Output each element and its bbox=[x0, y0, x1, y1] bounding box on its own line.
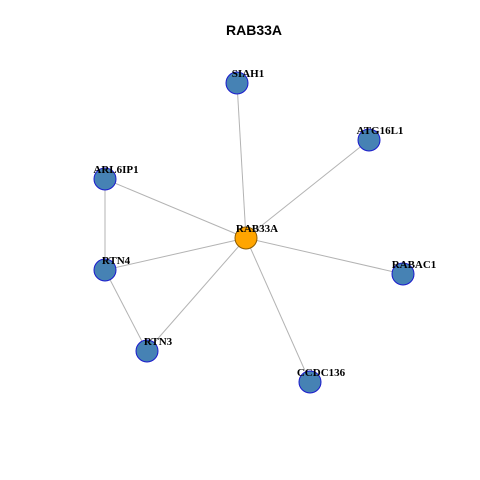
node-rtn4: RTN4 bbox=[93, 255, 131, 282]
node-circle-arl6ip1 bbox=[93, 167, 117, 191]
edge-layer bbox=[104, 82, 404, 383]
node-circle-atg16l1 bbox=[357, 128, 381, 152]
node-rabac1: RABAC1 bbox=[391, 259, 437, 286]
edge-rab33a-arl6ip1 bbox=[104, 178, 247, 239]
node-label-arl6ip1: ARL6IP1 bbox=[93, 164, 138, 176]
node-circle-rab33a bbox=[234, 226, 258, 250]
node-label-rtn4: RTN4 bbox=[102, 255, 131, 267]
edge-rab33a-siah1 bbox=[236, 82, 247, 239]
node-label-rab33a: RAB33A bbox=[236, 223, 278, 235]
node-rtn3: RTN3 bbox=[135, 336, 173, 363]
edge-rtn4-rtn3 bbox=[104, 269, 148, 352]
edge-rab33a-rtn3 bbox=[146, 237, 247, 352]
node-siah1: SIAH1 bbox=[225, 68, 264, 95]
node-label-rtn3: RTN3 bbox=[144, 336, 173, 348]
node-label-atg16l1: ATG16L1 bbox=[357, 125, 404, 137]
edge-rab33a-atg16l1 bbox=[245, 139, 370, 239]
node-circle-siah1 bbox=[225, 71, 249, 95]
edge-rab33a-rabac1 bbox=[245, 237, 404, 275]
node-circle-rtn4 bbox=[93, 258, 117, 282]
node-label-rabac1: RABAC1 bbox=[392, 259, 437, 271]
node-circle-ccdc136 bbox=[298, 370, 322, 394]
diagram-title: RAB33A bbox=[226, 22, 282, 38]
node-label-siah1: SIAH1 bbox=[232, 68, 264, 80]
node-label-ccdc136: CCDC136 bbox=[297, 367, 346, 379]
node-ccdc136: CCDC136 bbox=[297, 367, 346, 394]
node-atg16l1: ATG16L1 bbox=[357, 125, 404, 152]
edge-rab33a-rtn4 bbox=[104, 237, 247, 271]
node-arl6ip1: ARL6IP1 bbox=[93, 164, 139, 191]
edge-rab33a-ccdc136 bbox=[245, 237, 311, 383]
node-circle-rabac1 bbox=[391, 262, 415, 286]
node-circle-rtn3 bbox=[135, 339, 159, 363]
node-rab33a: RAB33A bbox=[234, 223, 278, 250]
